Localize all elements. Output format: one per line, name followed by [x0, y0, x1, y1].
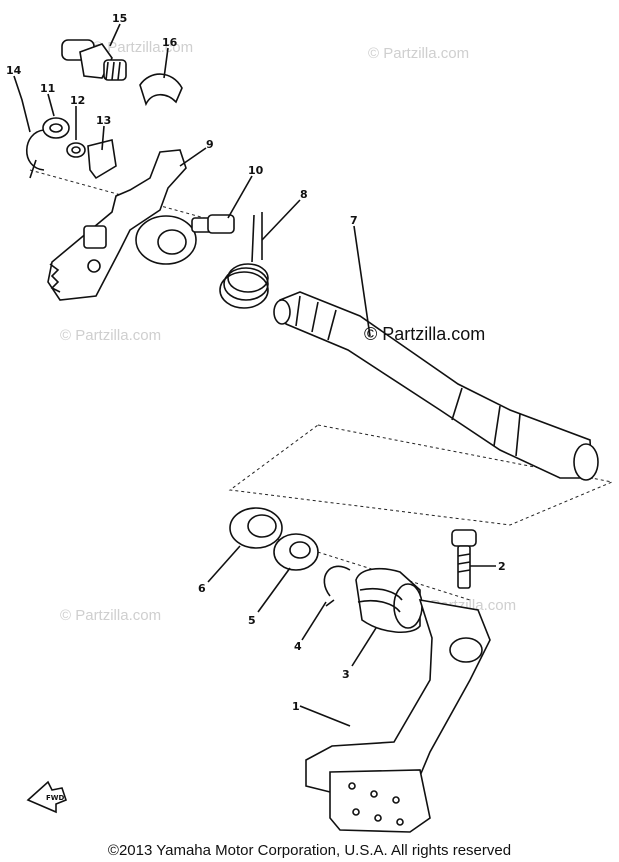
leader-line [351, 627, 377, 667]
leader-line [13, 75, 31, 133]
callout-8: 8 [300, 188, 308, 201]
callout-3: 3 [342, 668, 350, 681]
leader-line [299, 705, 351, 727]
callout-16: 16 [162, 36, 178, 49]
leader-line [101, 125, 105, 151]
part-9-shift-arm [47, 149, 197, 301]
part-5-washer [273, 533, 319, 571]
callout-6: 6 [198, 582, 206, 595]
part-8-spring [219, 212, 269, 309]
part-6-oil-seal [229, 507, 283, 549]
callout-1: 1 [292, 700, 300, 713]
part-3-collar [355, 567, 423, 634]
part-14-circlip [25, 129, 45, 179]
callout-15: 15 [112, 12, 127, 25]
leader-line [301, 601, 327, 641]
fwd-arrow-icon: FWD [26, 780, 67, 814]
watermark-main: © Partzilla.com [364, 324, 485, 344]
part-1-kick-pedal [305, 598, 491, 833]
watermark-brand: © Partzilla.com [60, 607, 161, 624]
callout-10: 10 [248, 164, 264, 177]
part-16-retainer [139, 73, 183, 107]
leader-line [163, 47, 169, 79]
leader-line [257, 567, 291, 613]
leader-line [207, 545, 241, 583]
part-15-bolt [61, 39, 127, 81]
assembly-guide-line [228, 424, 614, 526]
part-12-washer [66, 142, 86, 158]
leader-line [353, 225, 371, 337]
callout-13: 13 [96, 114, 111, 127]
callout-11: 11 [40, 82, 55, 95]
part-4-circlip [323, 565, 351, 607]
part-2-bolt [451, 529, 477, 589]
part-11-bearing [42, 117, 70, 139]
part-7-shaft [273, 291, 599, 481]
callout-5: 5 [248, 614, 256, 627]
leader-line [179, 147, 207, 167]
leader-line [261, 199, 301, 241]
leader-line [109, 23, 121, 47]
callout-12: 12 [70, 94, 85, 107]
callout-9: 9 [206, 138, 214, 151]
part-13-bracket [87, 139, 117, 180]
leader-line [47, 93, 55, 117]
copyright-notice: ©2013 Yamaha Motor Corporation, U.S.A. A… [107, 842, 512, 859]
callout-2: 2 [498, 560, 506, 573]
part-10-pin [191, 214, 235, 234]
callout-14: 14 [6, 64, 22, 77]
watermark-brand: © Partzilla.com [60, 327, 161, 344]
watermark-brand: © Partzilla.com [368, 45, 469, 62]
fwd-label: FWD [46, 794, 65, 802]
leader-line [227, 175, 253, 219]
callout-7: 7 [350, 214, 358, 227]
callout-4: 4 [294, 640, 302, 653]
